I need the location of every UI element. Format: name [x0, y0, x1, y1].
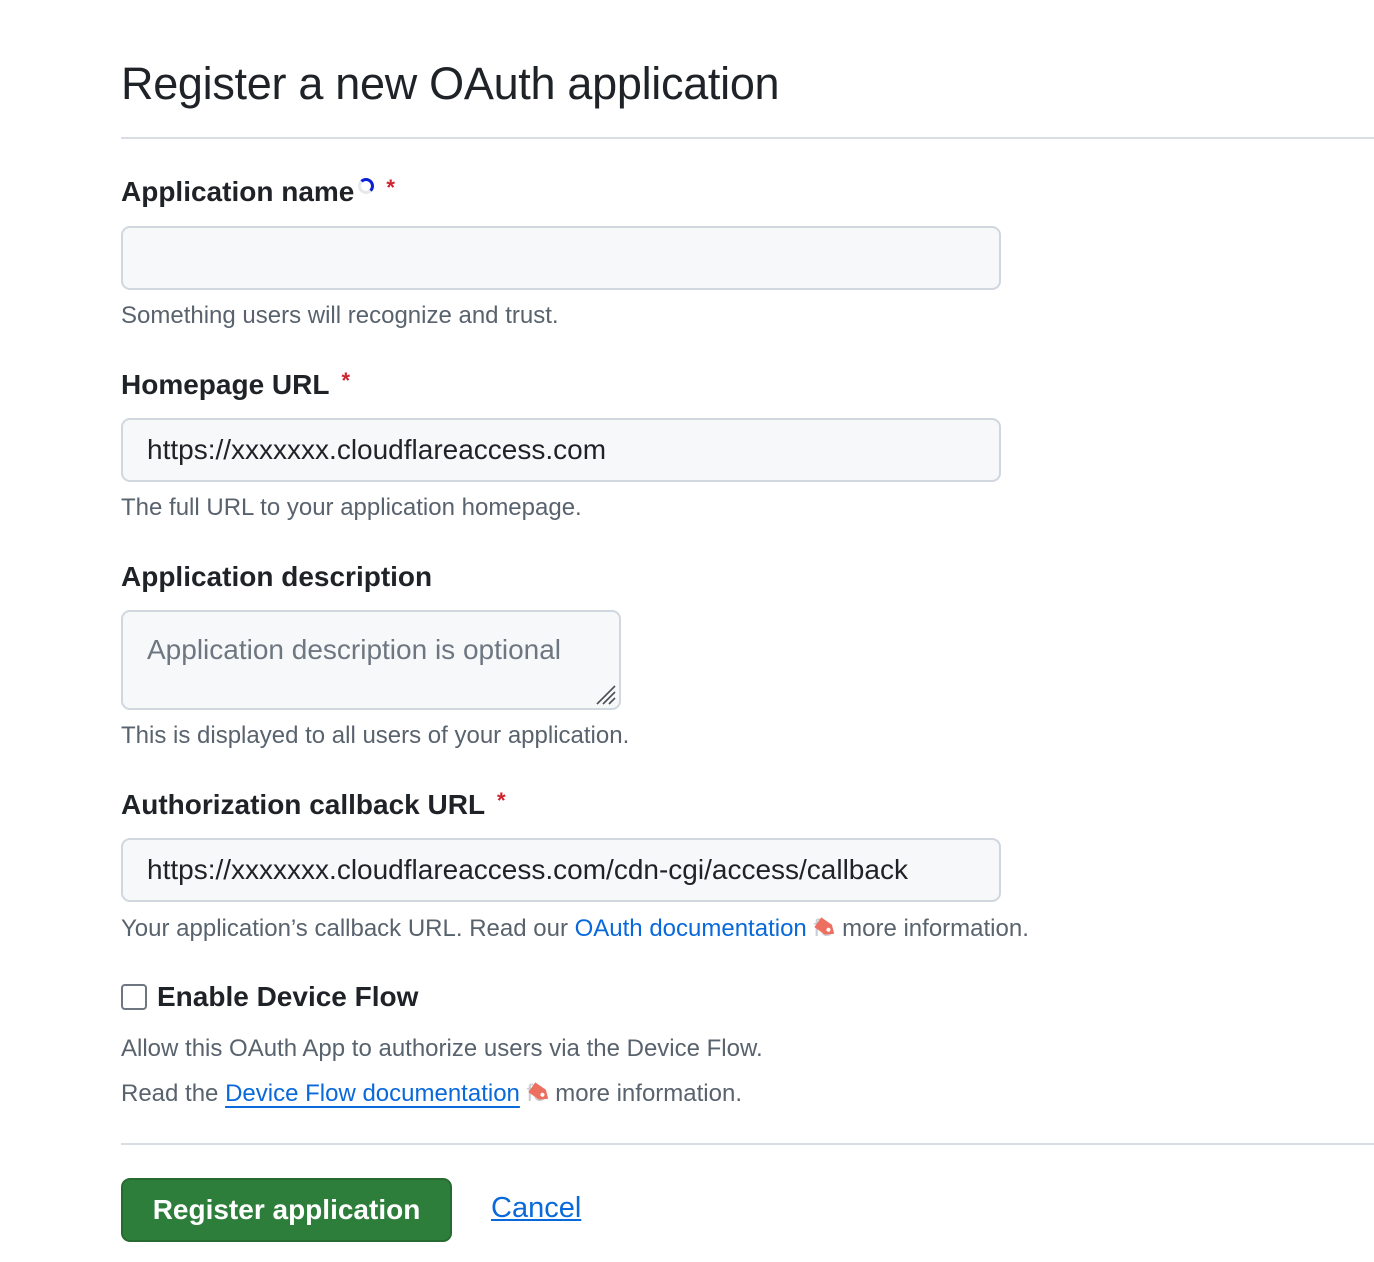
callback-hint-suffix: more information.: [842, 915, 1029, 942]
homepage-url-label: Homepage URL *: [121, 368, 351, 401]
homepage-url-hint: The full URL to your application homepag…: [121, 494, 582, 521]
device-hint-suffix: more information.: [555, 1080, 742, 1107]
tag-icon[interactable]: [525, 1081, 555, 1105]
homepage-url-label-text: Homepage URL: [121, 369, 330, 400]
register-application-button[interactable]: Register application: [121, 1178, 452, 1242]
callback-url-label-text: Authorization callback URL: [121, 789, 486, 820]
cancel-link[interactable]: Cancel: [491, 1192, 582, 1224]
device-flow-checkbox[interactable]: [121, 984, 147, 1010]
app-name-label-text: Application name: [121, 176, 355, 207]
loading-spinner-icon: [358, 178, 375, 194]
required-marker: *: [497, 788, 506, 813]
app-name-hint: Something users will recognize and trust…: [121, 302, 559, 329]
homepage-url-input[interactable]: [121, 418, 1001, 482]
actions-divider: [121, 1143, 1374, 1145]
device-hint-prefix: Read the: [121, 1080, 226, 1107]
title-divider: [121, 137, 1374, 139]
app-name-input[interactable]: [121, 226, 1001, 290]
device-flow-docs-link[interactable]: Device Flow documentation: [225, 1080, 520, 1107]
description-hint: This is displayed to all users of your a…: [121, 722, 630, 749]
device-flow-hint: Allow this OAuth App to authorize users …: [121, 1035, 763, 1062]
tag-icon[interactable]: [811, 916, 841, 940]
device-flow-label[interactable]: Enable Device Flow: [157, 981, 419, 1012]
page-title: Register a new OAuth application: [121, 58, 780, 109]
required-marker: *: [341, 368, 351, 393]
description-textarea[interactable]: [121, 610, 621, 710]
device-flow-row[interactable]: Enable Device Flow: [121, 981, 418, 1013]
device-flow-docs-hint: Read the Device Flow documentation fo mo…: [121, 1080, 742, 1108]
required-marker: *: [386, 175, 395, 200]
callback-hint-prefix: Your application’s callback URL. Read ou…: [121, 915, 575, 942]
resize-grip-icon[interactable]: [593, 682, 617, 706]
callback-url-label: Authorization callback URL *: [121, 788, 506, 821]
app-name-label: Application name *: [121, 175, 395, 208]
oauth-docs-link[interactable]: OAuth documentation: [574, 915, 807, 942]
callback-url-input[interactable]: [121, 838, 1001, 902]
description-label: Application description: [121, 561, 432, 593]
callback-url-hint: Your application’s callback URL. Read ou…: [121, 915, 1029, 943]
description-label-text: Application description: [121, 561, 433, 592]
